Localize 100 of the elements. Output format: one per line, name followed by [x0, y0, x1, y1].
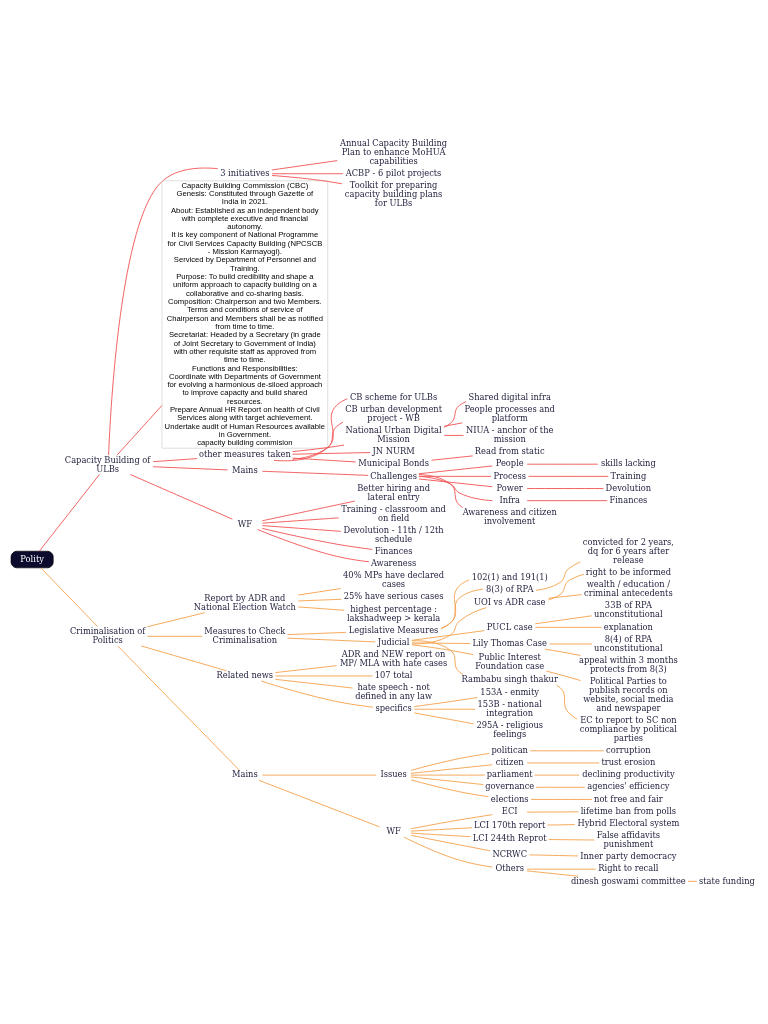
connector	[413, 711, 475, 724]
connector	[411, 606, 487, 644]
node-text: Related news	[216, 669, 274, 680]
connector	[116, 404, 163, 456]
node-text: 295A - religious feelings	[476, 719, 544, 739]
connector	[526, 868, 597, 870]
node-text: Challenges	[370, 470, 417, 481]
node-text: JN NURM	[372, 445, 415, 456]
node-text: Capacity Building of ULBs	[64, 454, 151, 473]
node-text: elections	[490, 793, 529, 804]
connector	[261, 774, 377, 776]
connector	[547, 823, 576, 825]
node-text: Shared digital infra	[468, 391, 551, 402]
node-text: Right to recall	[598, 862, 659, 873]
connector	[117, 645, 240, 770]
connector	[431, 454, 474, 461]
connector	[687, 880, 698, 882]
connector	[38, 473, 100, 552]
connector	[410, 775, 484, 785]
connector	[261, 524, 342, 532]
connector	[292, 421, 344, 460]
connector	[271, 174, 343, 184]
connector	[544, 648, 581, 656]
node-text: Training	[610, 470, 647, 481]
node-text: Infra	[499, 494, 521, 505]
node-text: Judicial	[377, 636, 410, 647]
node-text: People processes and platform	[464, 403, 555, 423]
connector	[297, 587, 342, 595]
node-text: agencies' efficiency	[587, 780, 670, 791]
connector	[440, 578, 470, 629]
node-text: right to be informed	[585, 566, 671, 577]
node-text: CB scheme for ULBs	[350, 391, 438, 402]
connector	[443, 400, 467, 428]
connector	[529, 853, 579, 856]
connector	[529, 749, 605, 751]
node-text: Rambabu singh thakur	[461, 673, 558, 684]
node-text: People	[495, 457, 524, 468]
node-text: Measures to Check Criminalisation	[204, 625, 286, 645]
connector	[534, 626, 603, 628]
connector	[547, 573, 585, 600]
connector	[534, 614, 593, 624]
node-text: Power	[496, 482, 523, 493]
node-text: CB urban development project - WB	[345, 403, 443, 423]
node-text: 8(4) of RPA unconstitutional	[594, 633, 663, 653]
connector	[146, 611, 206, 627]
connector	[410, 778, 489, 797]
node-text: NIUA - anchor of the mission	[465, 424, 554, 444]
node-text: lifetime ban from polls	[580, 805, 677, 816]
connector	[271, 172, 344, 174]
connector	[271, 159, 338, 170]
node-text: NCRWC	[492, 848, 527, 859]
connector	[410, 774, 486, 776]
node-text: highest percentage : lakshadweep > kerala	[346, 603, 441, 623]
node-text: Toolkit for preparing capacity building plans for ULBs	[344, 179, 443, 208]
connector	[410, 752, 490, 771]
node-text: 153B - national integration	[477, 698, 542, 718]
node-text: wealth / education / criminal antecedents	[584, 578, 673, 598]
connector	[413, 708, 476, 710]
connector	[410, 826, 473, 832]
node-text: Mains	[232, 464, 258, 475]
node-text: corruption	[606, 744, 651, 755]
node-text: Awareness	[370, 557, 417, 568]
node-text: EC to report to SC non compliance by political parties	[579, 714, 677, 743]
connector	[526, 463, 599, 465]
node-text: citizen	[495, 756, 524, 767]
node-text: UOI vs ADR case	[473, 596, 546, 607]
connector	[146, 635, 203, 637]
node-text: False affidavits punishment	[596, 829, 661, 849]
connector	[526, 810, 579, 813]
connector	[418, 478, 493, 487]
connector	[410, 813, 493, 829]
node-text: not free and fair	[594, 793, 663, 804]
connector	[297, 598, 342, 601]
connector	[274, 664, 338, 673]
connector	[534, 774, 580, 776]
connector	[403, 836, 493, 868]
node-text: ACBP - 6 pilot projects	[345, 167, 442, 178]
node-text: LCI 170th report	[474, 819, 546, 830]
connector	[526, 869, 579, 877]
connector	[274, 678, 353, 688]
connector	[535, 560, 581, 591]
node-text: Annual Capacity Building Plan to enhance MoHUA capabilities	[340, 137, 448, 166]
connector	[292, 444, 345, 452]
connector	[108, 167, 219, 455]
connector	[411, 641, 471, 644]
node-text: convicted for 2 years, dq for 6 years after release	[582, 536, 674, 565]
node-text: hate speech - not defined in any law	[355, 681, 433, 701]
node-text: 153A - enmity	[480, 686, 540, 697]
node-text: governance	[485, 780, 535, 791]
node-text: Read from static	[474, 445, 545, 456]
connector	[556, 684, 578, 720]
node-text: ADR and NEW report on MP/ MLA with hate cases	[339, 648, 448, 668]
connector	[440, 588, 484, 629]
node-text: Legislative Measures	[348, 624, 439, 635]
node-text: state funding	[699, 875, 755, 885]
connector	[261, 470, 369, 476]
node-text: Devolution - 11th / 12th schedule	[343, 524, 444, 544]
node-text: Lily Thomas Case	[472, 637, 547, 648]
node-text: Better hiring and lateral entry	[357, 482, 430, 502]
connector	[410, 834, 491, 851]
